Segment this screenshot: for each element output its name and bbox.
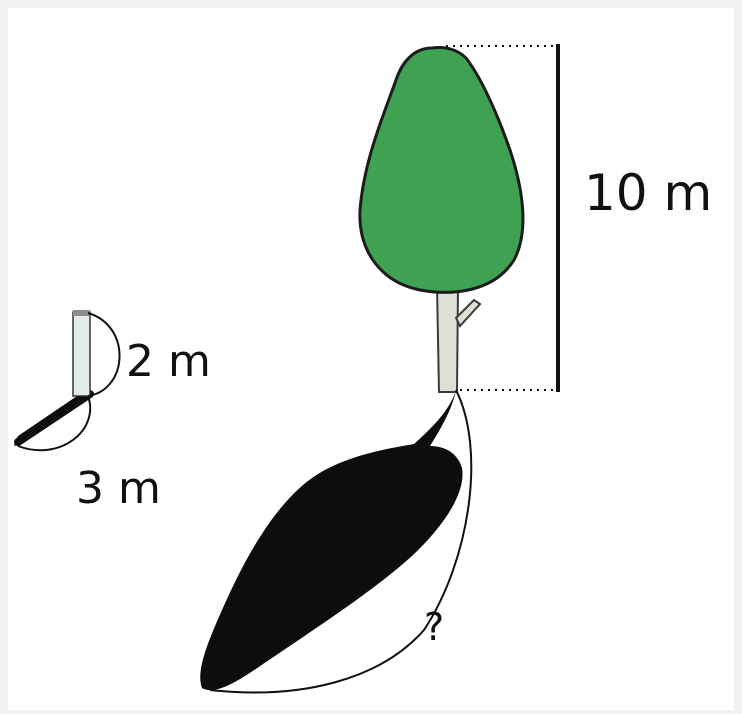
post-height-label: 2 m	[126, 336, 211, 387]
paper	[8, 8, 734, 710]
tree-height-label: 10 m	[584, 164, 712, 222]
tree-shadow-label: ?	[424, 605, 444, 649]
tree-trunk	[437, 286, 458, 392]
post-top	[73, 310, 90, 316]
post	[73, 312, 90, 396]
post-shadow-label: 3 m	[76, 463, 161, 514]
